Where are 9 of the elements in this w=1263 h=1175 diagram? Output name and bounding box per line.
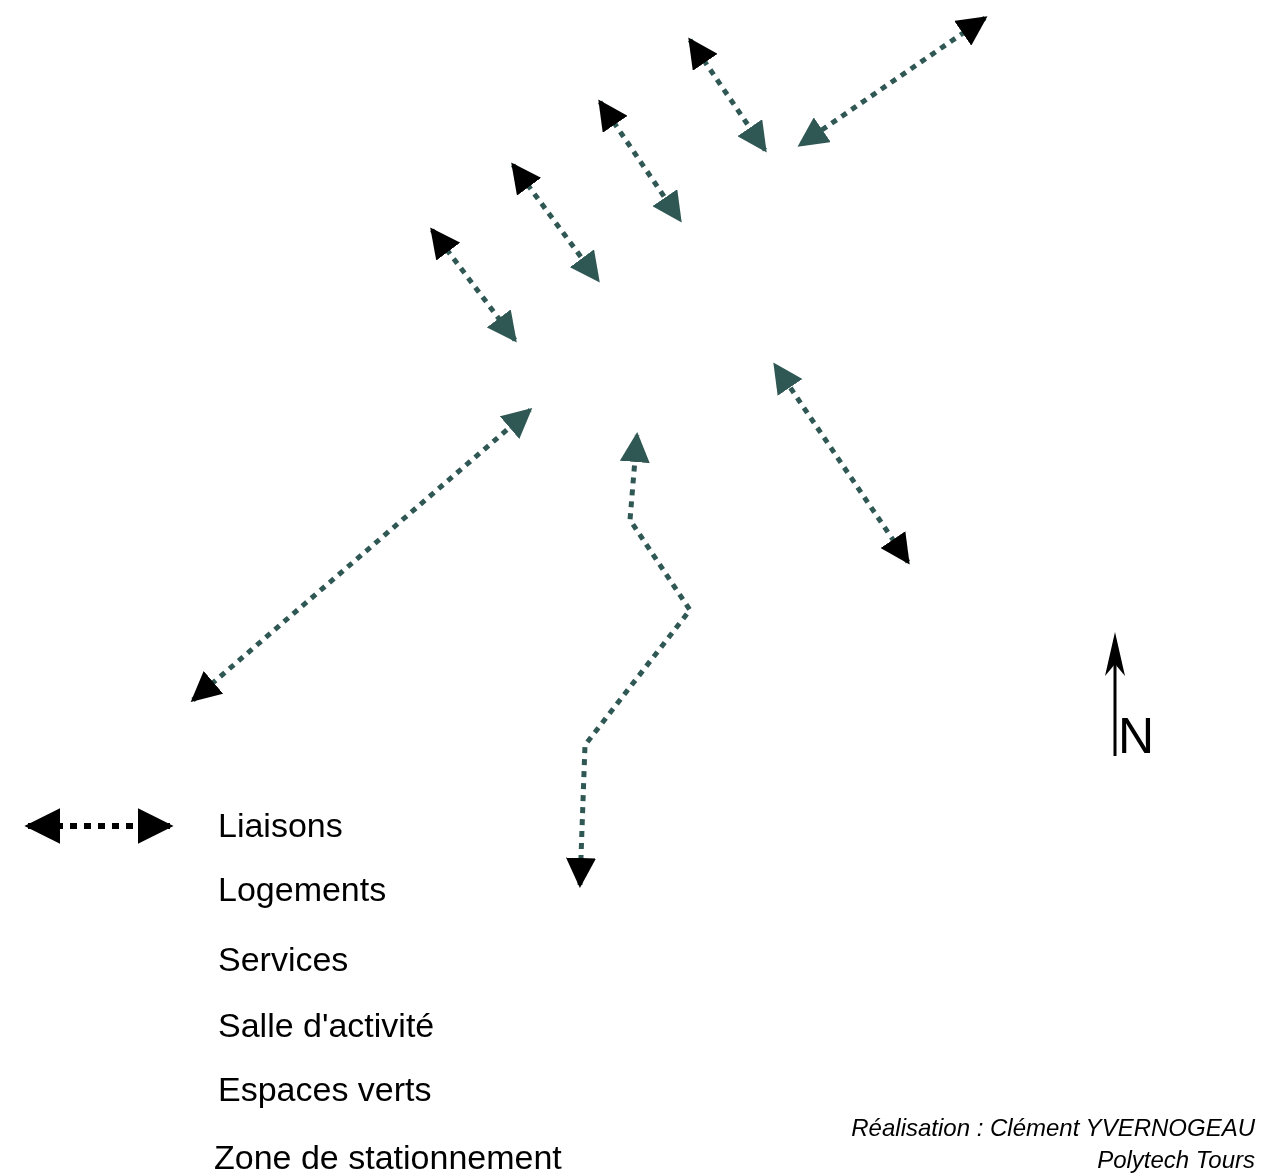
legend-label: Liaisons [218,806,343,844]
credit-text: Réalisation : Clément YVERNOGEAU [851,1114,1255,1142]
legend-label: Espaces verts [218,1070,432,1108]
legend-label: Salle d'activité [218,1006,435,1044]
compass-letter: N [1118,708,1155,764]
legend-label: Logements [218,870,387,908]
legend-label: Services [218,940,349,978]
legend-label: Zone de stationnement [214,1138,562,1175]
credit-text: Polytech Tours [1097,1146,1255,1174]
